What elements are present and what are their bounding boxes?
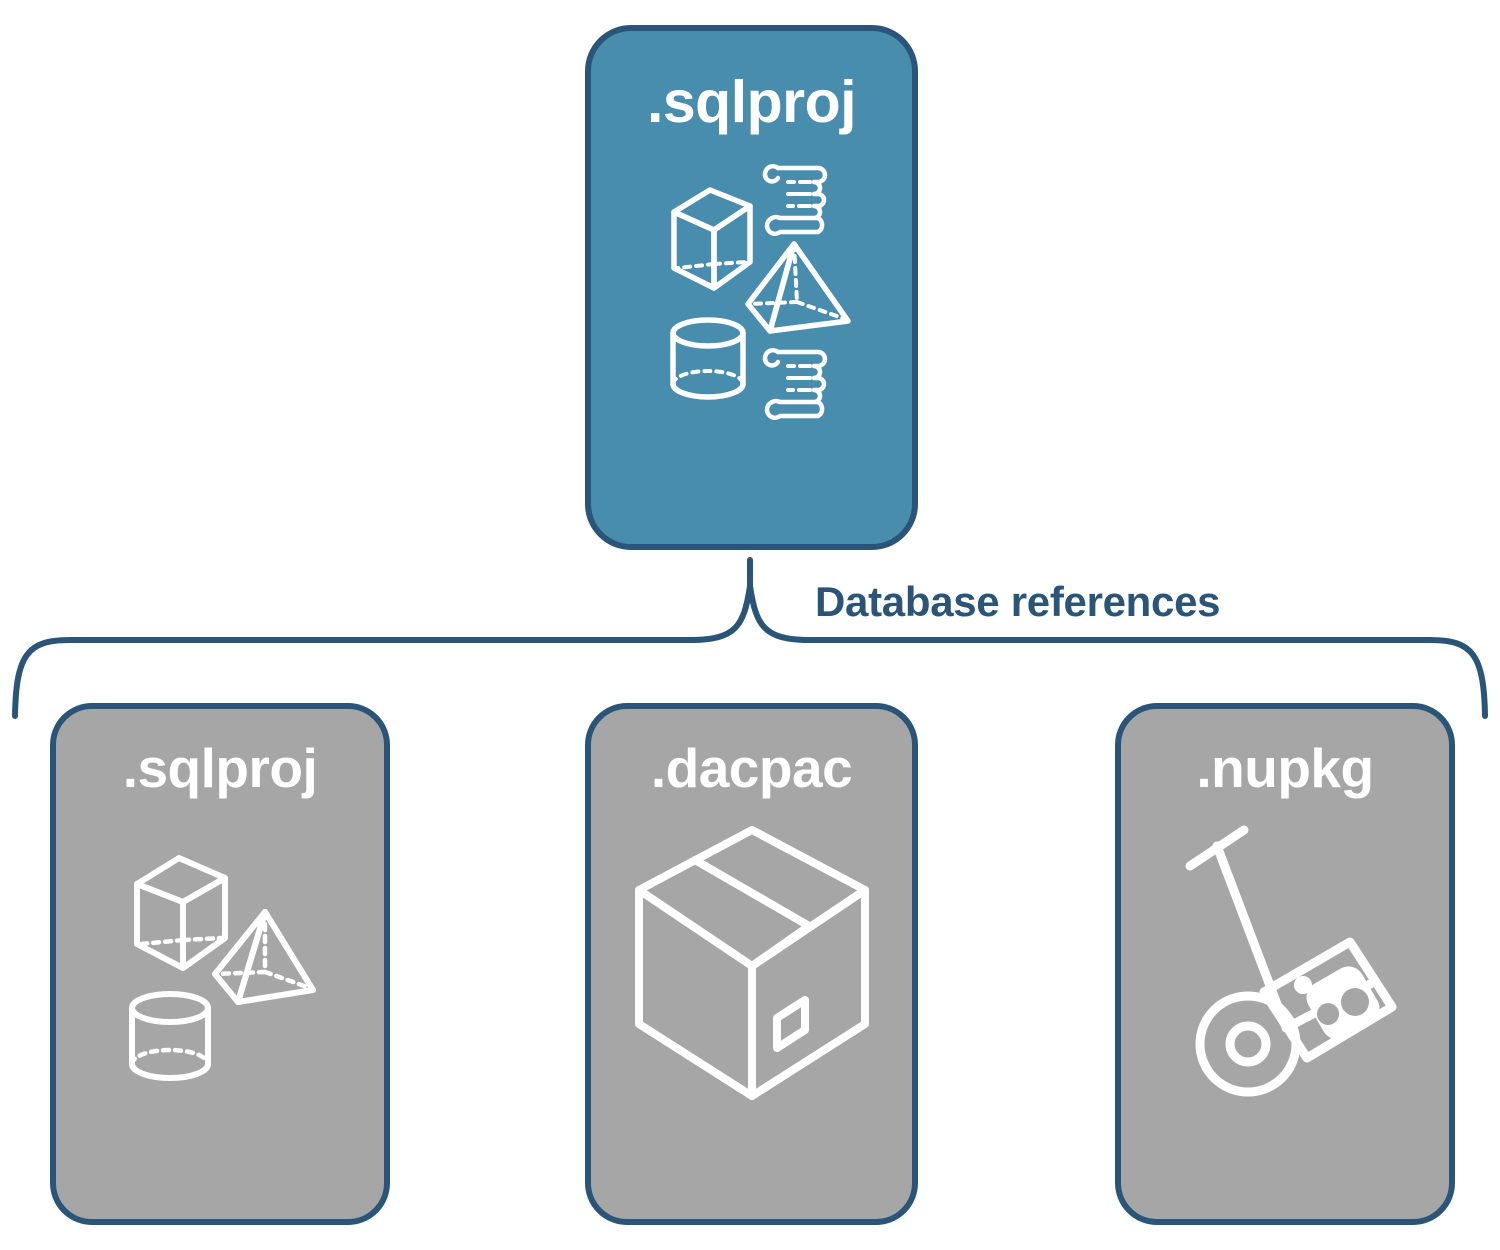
shipping-box-icon [634, 826, 869, 1100]
root-icon-cluster [652, 156, 852, 426]
cube-wireframe-icon [134, 855, 228, 971]
brace-connector [12, 557, 1488, 719]
ref-dacpac-icon-cluster [627, 818, 877, 1108]
node-title-ref-dacpac: .dacpac [650, 737, 853, 799]
script-scroll-icon [762, 164, 827, 236]
cylinder-wireframe-icon [129, 991, 211, 1081]
node-card-root-sqlproj[interactable]: .sqlproj [585, 25, 918, 550]
node-title-ref-nupkg: .nupkg [1196, 737, 1374, 799]
pyramid-wireframe-icon [212, 909, 316, 1005]
node-card-ref-sqlproj[interactable]: .sqlproj [50, 703, 390, 1225]
script-scroll-icon [762, 348, 827, 420]
node-card-ref-dacpac[interactable]: .dacpac [585, 703, 918, 1225]
cube-wireframe-icon [670, 187, 753, 291]
node-card-ref-nupkg[interactable]: .nupkg [1115, 703, 1455, 1225]
node-title-ref-sqlproj: .sqlproj [122, 737, 318, 799]
ref-sqlproj-icon-cluster [105, 832, 335, 1092]
connector-label: Database references [815, 578, 1221, 625]
ref-nupkg-icon-cluster [1160, 822, 1410, 1112]
node-title-root: .sqlproj [646, 69, 857, 135]
hand-truck-package-icon [1185, 825, 1397, 1097]
pyramid-wireframe-icon [744, 241, 851, 334]
cylinder-wireframe-icon [669, 317, 746, 400]
